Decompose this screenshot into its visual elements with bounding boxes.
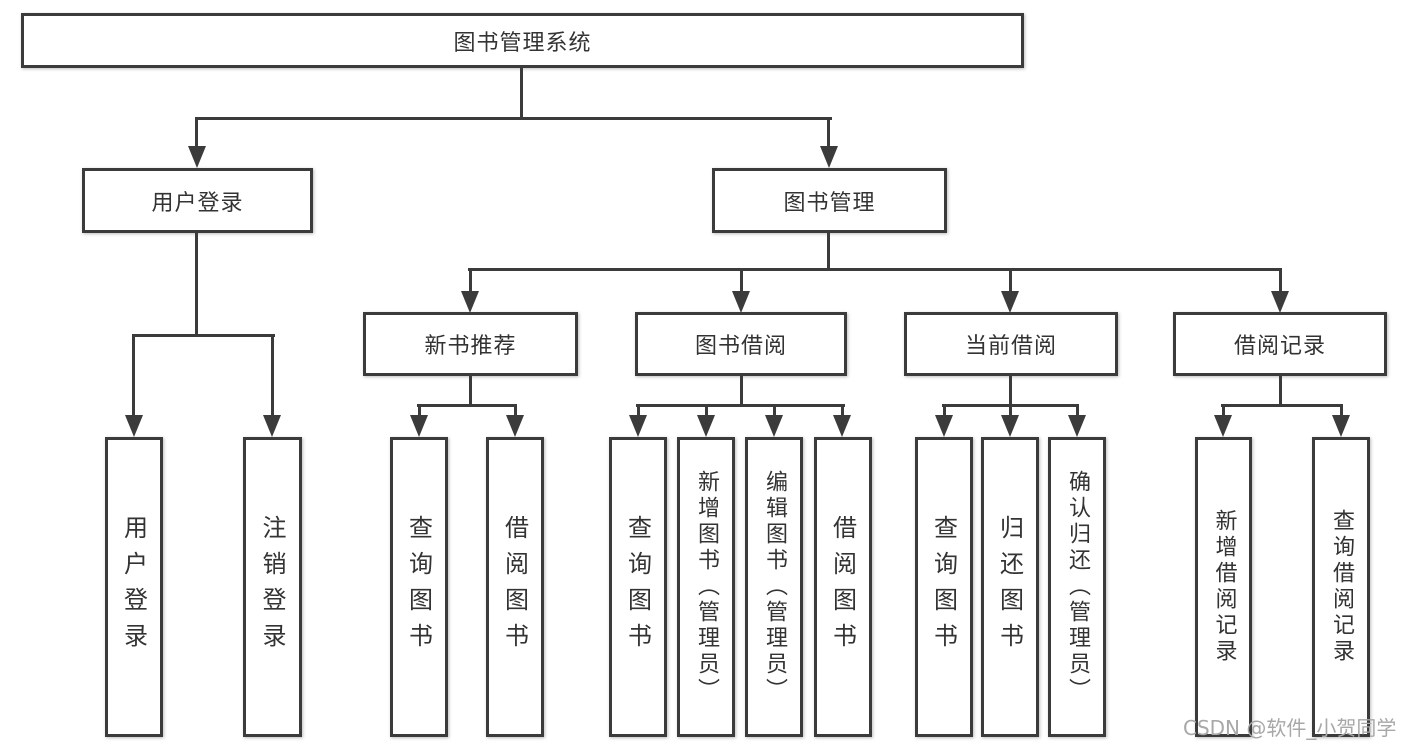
arrowhead-icon [820,146,838,168]
connector-root-stem [520,68,523,120]
connector-book-mgmt-stem [827,231,830,271]
arrowhead-icon [1214,415,1232,437]
leaf-borrow-borrow-books-label: 借阅图书 [828,515,857,659]
leaf-current-query-books: 查询图书 [915,437,973,737]
node-root: 图书管理系统 [21,13,1024,68]
arrowhead-icon [461,291,479,313]
connector-leaf-stub [773,404,776,419]
arrowhead-icon [125,415,143,437]
arrowhead-icon [697,415,715,437]
leaf-rec-query-books-label: 查询图书 [404,515,433,659]
leaf-borrow-query-books-label: 查询图书 [623,515,652,659]
connector-to-user-login [195,117,198,149]
leaf-add-book-admin-label: 新增图书（管理员） [694,470,719,704]
leaf-return-book: 归还图书 [981,437,1039,737]
connector-to-new-book-rec [469,268,472,294]
connector-user-login-split [132,334,275,337]
connector-leaf-stub [841,404,844,419]
connector-leaf-stub [418,404,421,419]
node-book-mgmt: 图书管理 [712,168,947,233]
connector-leaf-stub [1222,404,1225,419]
leaf-logout-label: 注销登录 [258,515,286,659]
arrowhead-icon [833,415,851,437]
connector-new-book-rec-split [417,404,517,407]
arrowhead-icon [935,415,953,437]
leaf-return-book-label: 归还图书 [995,515,1024,659]
leaf-borrow-query-books: 查询图书 [609,437,667,737]
node-book-borrow: 图书借阅 [635,312,847,376]
connector-leaf-stub [705,404,708,419]
leaf-confirm-return-admin: 确认归还（管理员） [1048,437,1106,737]
leaf-current-query-books-label: 查询图书 [929,515,958,659]
connector-leaf-stub [943,404,946,419]
connector-leaf-stub [1009,404,1012,419]
connector-to-current-borrow [1009,268,1012,294]
arrowhead-icon [506,415,524,437]
arrowhead-icon [410,415,428,437]
arrowhead-icon [1001,415,1019,437]
connector-leaf-stub [1340,404,1343,419]
arrowhead-icon [1271,291,1289,313]
connector-to-book-mgmt [827,117,830,149]
connector-borrow-records-stem [1279,374,1282,407]
node-new-book-rec: 新书推荐 [363,312,578,376]
node-borrow-records: 借阅记录 [1173,312,1387,376]
leaf-edit-book-admin: 编辑图书（管理员） [745,437,803,737]
connector-book-borrow-stem [740,374,743,407]
connector-leaf-stub [1076,404,1079,419]
leaf-edit-book-admin-label: 编辑图书（管理员） [762,470,787,704]
arrowhead-icon [188,146,206,168]
connector-to-book-borrow [740,268,743,294]
node-user-login-label: 用户登录 [151,190,244,216]
arrowhead-icon [1068,415,1086,437]
arrowhead-icon [263,415,281,437]
connector-to-borrow-records [1279,268,1282,294]
leaf-borrow-borrow-books: 借阅图书 [814,437,872,737]
leaf-rec-query-books: 查询图书 [390,437,448,737]
leaf-query-borrow-record-label: 查询借阅记录 [1329,509,1354,665]
leaf-confirm-return-admin-label: 确认归还（管理员） [1065,470,1090,704]
connector-book-borrow-split [636,404,845,407]
connector-to-leaf-user-login [132,334,135,417]
connector-to-leaf-logout [271,334,274,417]
node-user-login: 用户登录 [82,168,313,233]
node-borrow-records-label: 借阅记录 [1233,334,1326,359]
node-new-book-rec-label: 新书推荐 [424,334,517,359]
leaf-rec-borrow-books: 借阅图书 [486,437,544,737]
leaf-user-login-label: 用户登录 [119,515,148,659]
connector-borrow-records-split [1221,404,1343,407]
node-root-label: 图书管理系统 [453,30,592,56]
node-current-borrow-label: 当前借阅 [964,334,1057,359]
node-book-borrow-label: 图书借阅 [694,334,787,359]
connector-level3-split [468,268,1282,271]
connector-current-borrow-stem [1009,374,1012,407]
leaf-rec-borrow-books-label: 借阅图书 [500,515,529,659]
connector-leaf-stub [637,404,640,419]
leaf-add-book-admin: 新增图书（管理员） [677,437,735,737]
arrowhead-icon [629,415,647,437]
leaf-add-borrow-record: 新增借阅记录 [1195,437,1252,737]
connector-leaf-stub [514,404,517,419]
node-current-borrow: 当前借阅 [904,312,1118,376]
csdn-watermark: CSDN @软件_小贺同学 [1183,716,1397,740]
arrowhead-icon [765,415,783,437]
arrowhead-icon [1001,291,1019,313]
leaf-add-borrow-record-label: 新增借阅记录 [1211,509,1237,665]
connector-root-split [195,117,832,120]
connector-user-login-stem [195,231,198,337]
connector-new-book-rec-stem [469,374,472,407]
arrowhead-icon [732,291,750,313]
node-book-mgmt-label: 图书管理 [783,190,876,216]
leaf-query-borrow-record: 查询借阅记录 [1312,437,1370,737]
arrowhead-icon [1332,415,1350,437]
leaf-logout: 注销登录 [243,437,302,737]
leaf-user-login: 用户登录 [105,437,163,737]
